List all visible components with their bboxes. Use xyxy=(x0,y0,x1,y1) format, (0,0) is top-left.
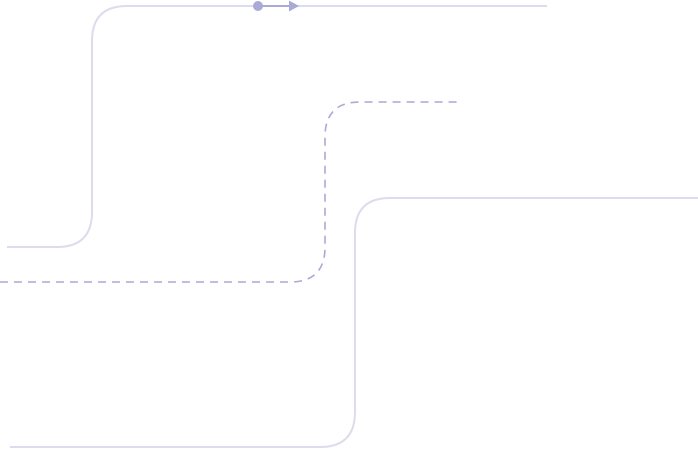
connector-line-bottom xyxy=(10,197,698,448)
connector-line-dashed xyxy=(0,101,460,283)
dot-icon xyxy=(253,1,263,11)
arrow-right-icon xyxy=(289,0,299,12)
connector-line-top xyxy=(7,5,547,248)
